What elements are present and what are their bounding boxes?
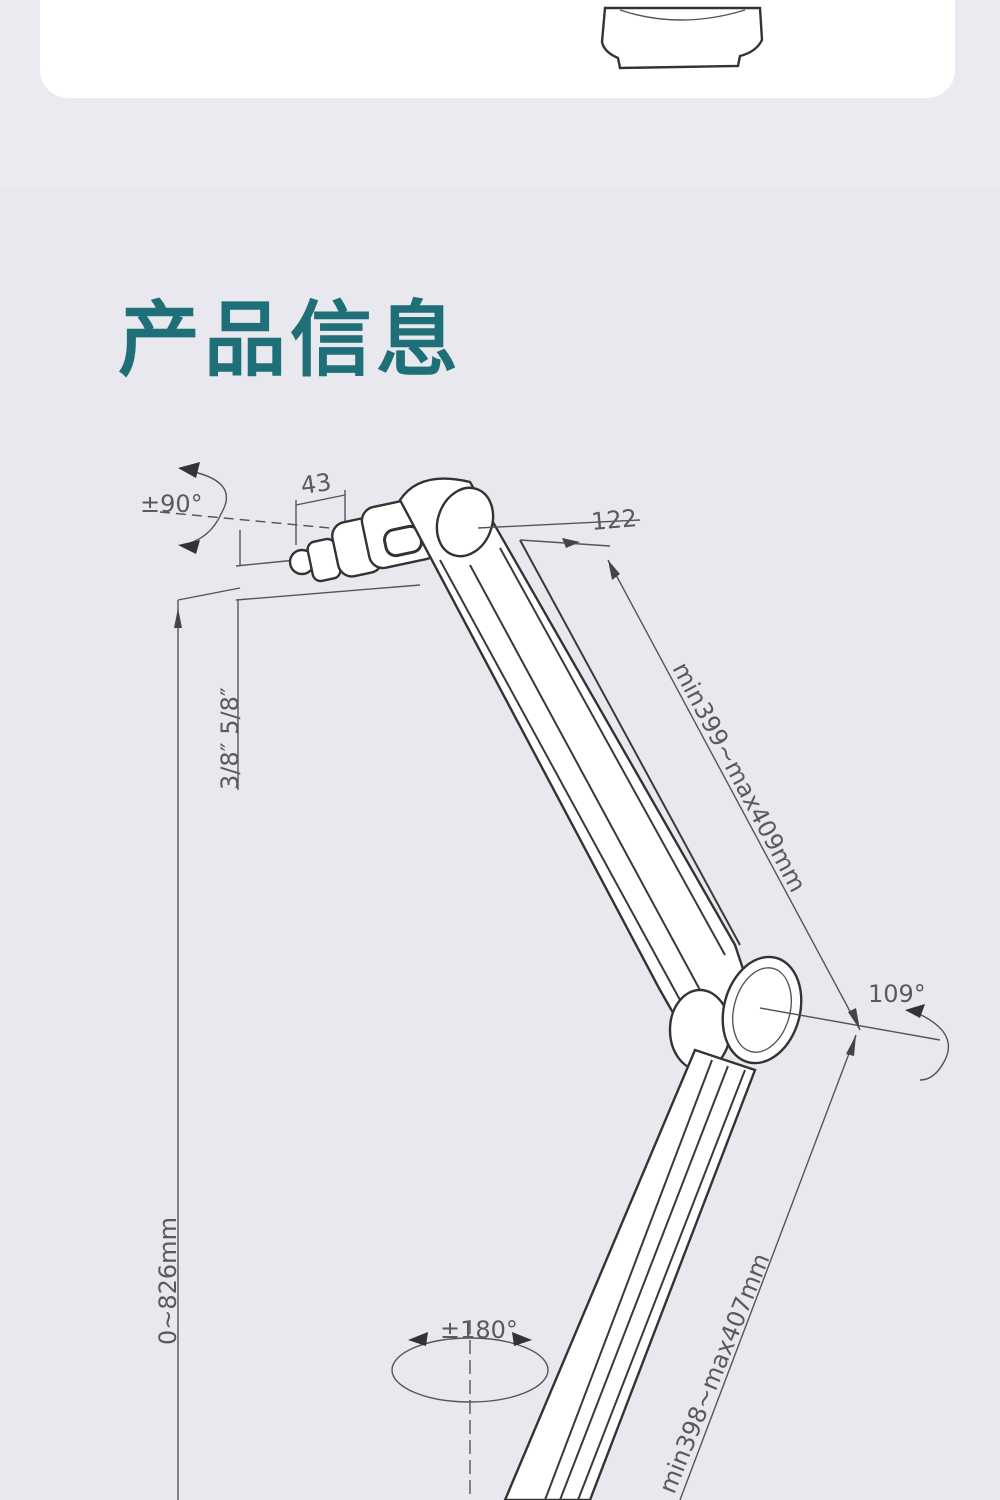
head-length-label: 43 [299, 468, 333, 500]
upper-arm [398, 477, 762, 1062]
elbow-joint [668, 955, 941, 1072]
rotation-arc-90 [159, 462, 331, 554]
page-title: 产品信息 [118, 293, 463, 388]
upper-arm-dimension [607, 559, 861, 1031]
base-rotation [391, 1320, 549, 1500]
height-label: 0~826mm [154, 1217, 182, 1345]
lower-arm-dimension [679, 1034, 857, 1500]
arm-offset-dimension [477, 519, 641, 548]
thread-label: 3/8″ 5/8″ [216, 687, 244, 790]
arm-offset-label: 122 [590, 504, 638, 536]
lower-arm [503, 1048, 757, 1500]
elbow-angle-arc [905, 1004, 950, 1081]
clamp-knob-drawing [600, 6, 764, 70]
rotate-head-label: ±90° [140, 490, 203, 518]
product-info-section [0, 188, 1000, 1500]
height-dimension [174, 587, 241, 1500]
base-rotate-label: ±180° [440, 1316, 518, 1344]
elbow-angle-label: 109° [868, 980, 926, 1008]
upper-arm-label: min399~max409mm [667, 658, 812, 897]
thread-dimension [235, 530, 421, 790]
top-card [40, 0, 955, 98]
